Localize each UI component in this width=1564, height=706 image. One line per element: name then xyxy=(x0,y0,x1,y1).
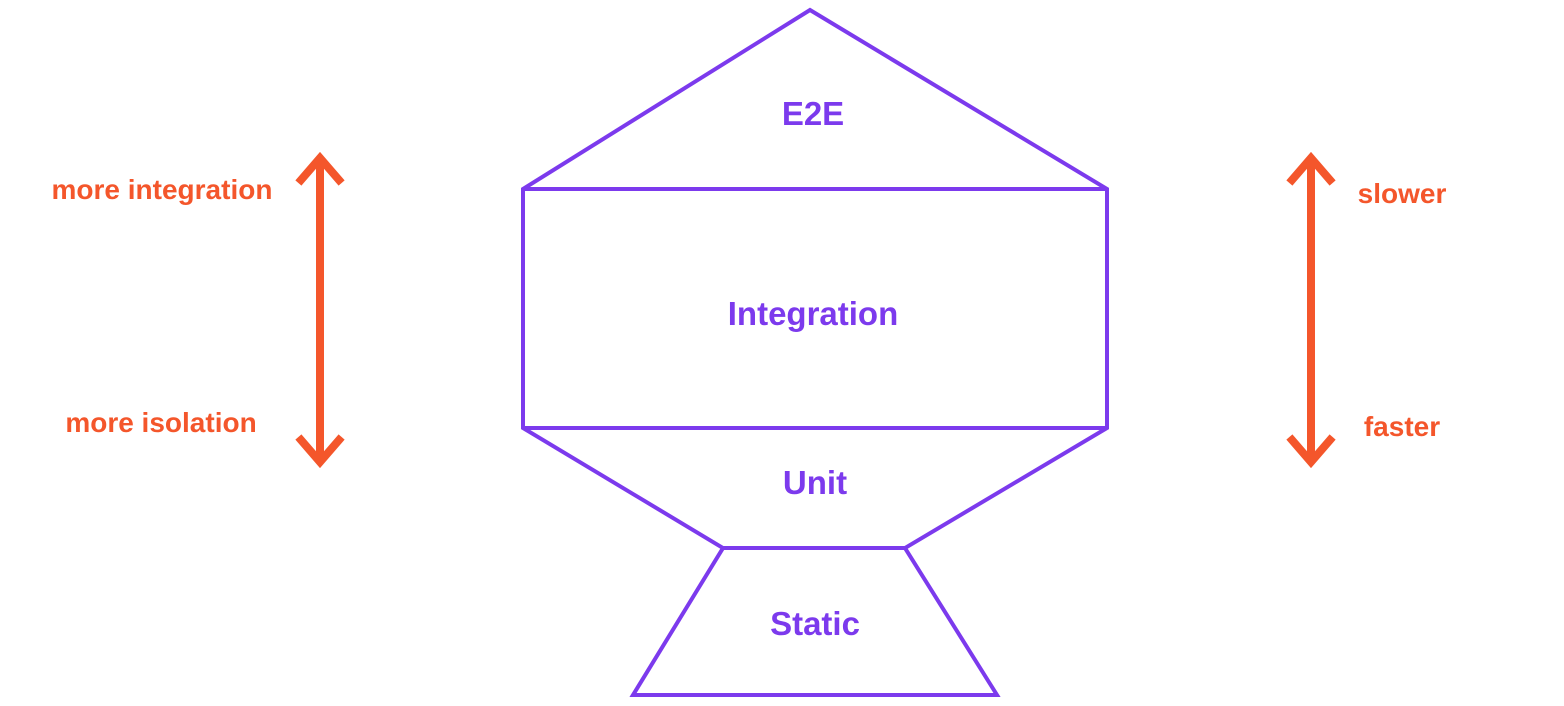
integration-isolation-arrow xyxy=(295,151,345,469)
more-isolation-label: more isolation xyxy=(65,407,256,438)
up-down-arrow-icon xyxy=(295,151,345,469)
faster-label: faster xyxy=(1364,411,1440,442)
level-label-e2e: E2E xyxy=(782,95,844,132)
level-label-unit: Unit xyxy=(783,464,847,501)
trophy-outline xyxy=(521,7,1109,697)
more-integration-label: more integration xyxy=(52,174,273,205)
speed-arrow xyxy=(1286,151,1336,469)
level-label-integration: Integration xyxy=(728,295,899,332)
up-down-arrow-icon xyxy=(1286,151,1336,469)
level-label-static: Static xyxy=(770,605,860,642)
slower-label: slower xyxy=(1358,178,1447,209)
